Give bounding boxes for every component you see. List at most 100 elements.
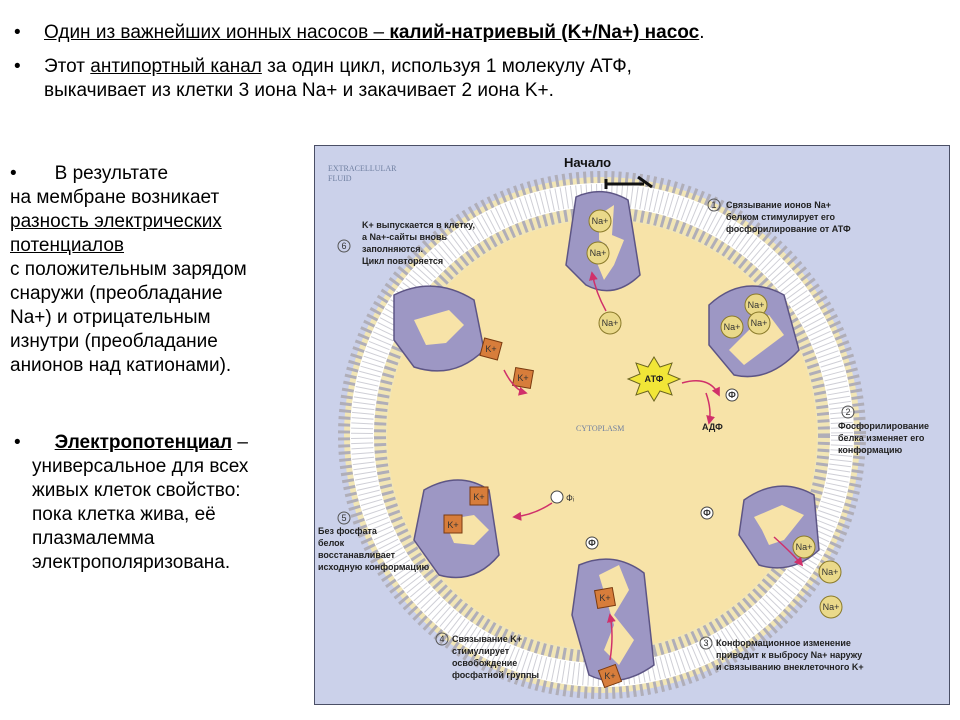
svg-text:стимулирует: стимулирует <box>452 646 510 656</box>
na-k-pump-figure: Na+ Na+ Na+ Na+ Na+ Na+ Na+ Na+ Na+ K+ K… <box>313 144 951 706</box>
result-line: на мембране возникает <box>10 187 220 208</box>
na-ion: Na+ <box>598 311 622 335</box>
bullet-dot: • <box>14 22 21 43</box>
pump-protein-top <box>565 191 641 292</box>
svg-text:Фᵢ: Фᵢ <box>566 493 574 503</box>
svg-text:6: 6 <box>341 241 346 251</box>
k-ion: K+ <box>593 586 617 610</box>
svg-text:восстанавливает: восстанавливает <box>318 550 396 560</box>
k-ion: K+ <box>479 337 503 361</box>
arrow-na-out <box>773 536 804 567</box>
svg-text:белка изменяет его: белка изменяет его <box>838 433 925 443</box>
result-block: •В результате на мембране возникает разн… <box>10 162 247 378</box>
extracellular-label: FLUID <box>328 174 352 183</box>
step-4: 4 Связывание K+ стимулирует освобождение… <box>435 632 539 680</box>
svg-text:Na+: Na+ <box>751 318 768 328</box>
result-line: потенциалов <box>10 235 125 256</box>
membrane-heads-outer <box>338 171 866 699</box>
k-ion: K+ <box>511 366 535 390</box>
svg-text:Ф: Ф <box>588 538 596 548</box>
pump-name: калий-натриевый (K+/Na+) насос <box>389 22 700 43</box>
electro-line: универсальное для всех <box>32 456 249 477</box>
svg-text:K+: K+ <box>599 593 610 603</box>
step-3: 3 Конформационное изменение приводит к в… <box>699 636 864 672</box>
svg-text:K+: K+ <box>447 520 458 530</box>
bullet-pump-end: . <box>699 22 705 43</box>
step-6: 6 K+ выпускается в клетку, а Na+-сайты в… <box>337 220 475 266</box>
svg-text:заполняются.: заполняются. <box>362 244 423 254</box>
arrow-adp <box>705 392 716 425</box>
antiport-post: за один цикл, используя 1 молекулу АТФ, <box>261 56 632 77</box>
svg-text:фосфатной группы: фосфатной группы <box>452 670 539 680</box>
result-line: анионов над катионами). <box>10 355 232 376</box>
cytoplasm-label: CYTOPLASM <box>576 424 624 433</box>
electro-line: •Электропотенциал – <box>14 431 248 455</box>
svg-text:конформацию: конформацию <box>838 445 903 455</box>
na-ion: Na+ <box>819 595 843 619</box>
svg-text:Na+: Na+ <box>592 216 609 226</box>
svg-text:5: 5 <box>341 513 346 523</box>
na-ion: Na+ <box>818 560 842 584</box>
svg-text:АТФ: АТФ <box>645 374 664 384</box>
arrow-atp <box>681 380 720 397</box>
svg-text:1: 1 <box>711 200 716 210</box>
svg-text:K+: K+ <box>517 373 528 383</box>
svg-text:белком стимулирует его: белком стимулирует его <box>726 212 836 222</box>
antiport-pre: Этот <box>44 56 91 77</box>
start-arrow <box>604 175 653 189</box>
electro-line: электрополяризована. <box>32 552 231 573</box>
svg-text:Na+: Na+ <box>602 318 619 328</box>
svg-text:Без фосфата: Без фосфата <box>318 526 378 536</box>
na-ion: Na+ <box>588 209 612 233</box>
k-ion: K+ <box>469 486 489 506</box>
svg-text:K+: K+ <box>473 492 484 502</box>
svg-text:Na+: Na+ <box>724 322 741 332</box>
svg-text:4: 4 <box>439 634 444 644</box>
pump-protein-left <box>393 285 485 372</box>
phosphate: Ф <box>585 536 599 550</box>
svg-text:освобождение: освобождение <box>452 658 517 668</box>
result-line: Na+) и отрицательным <box>10 307 211 328</box>
svg-text:белок: белок <box>318 538 345 548</box>
svg-text:K+ выпускается в клетку,: K+ выпускается в клетку, <box>362 220 475 230</box>
result-line: с положительным зарядом <box>10 259 247 280</box>
antiport-line2: выкачивает из клетки 3 иона Na+ и закачи… <box>44 80 554 101</box>
electro-line: пока клетка жива, её <box>32 504 216 525</box>
bullet-dot: • <box>14 56 21 77</box>
electro-line: живых клеток свойство: <box>32 480 241 501</box>
svg-text:фосфорилирование от АТФ: фосфорилирование от АТФ <box>726 224 851 234</box>
svg-text:приводит к выбросу Na+ наружу: приводит к выбросу Na+ наружу <box>716 650 862 660</box>
svg-text:K+: K+ <box>485 344 496 354</box>
bullet-dot: • <box>14 432 21 453</box>
svg-text:Na+: Na+ <box>590 248 607 258</box>
adp-label: АДФ <box>702 422 723 432</box>
svg-text:Связывание K+: Связывание K+ <box>452 634 522 644</box>
result-line: разность электрических <box>10 211 222 232</box>
na-ion: Na+ <box>720 315 744 339</box>
electro-block: •Электропотенциал – универсальное для вс… <box>14 431 248 575</box>
start-label: Начало <box>564 155 611 170</box>
bullet-dot: • <box>10 163 17 184</box>
na-ion: Na+ <box>586 241 610 265</box>
svg-text:Ф: Ф <box>728 390 736 400</box>
svg-text:Цикл повторяется: Цикл повторяется <box>362 256 443 266</box>
arrow-k-bind <box>606 613 616 661</box>
k-ion: K+ <box>443 514 463 534</box>
step-2: 2 Фосфорилирование белка изменяет его ко… <box>838 405 929 455</box>
svg-text:Фосфорилирование: Фосфорилирование <box>838 421 929 431</box>
arrow-pi <box>512 502 553 521</box>
svg-text:Связывание ионов Na+: Связывание ионов Na+ <box>726 200 831 210</box>
svg-text:Na+: Na+ <box>748 300 765 310</box>
phosphate: Ф <box>700 506 714 520</box>
k-ion: K+ <box>597 663 623 689</box>
pump-cycle-diagram: Na+ Na+ Na+ Na+ Na+ Na+ Na+ Na+ Na+ K+ K… <box>313 144 951 706</box>
antiport-link: антипортный канал <box>90 56 262 77</box>
arrow-k-in <box>503 369 528 396</box>
svg-text:Ф: Ф <box>703 508 711 518</box>
extracellular-label: EXTRACELLULAR <box>328 164 397 173</box>
svg-text:а Na+-сайты вновь: а Na+-сайты вновь <box>362 232 448 242</box>
electro-line: плазмалемма <box>32 528 155 549</box>
svg-text:и связыванию внеклеточного K+: и связыванию внеклеточного K+ <box>716 662 864 672</box>
electro-dash: – <box>232 432 248 453</box>
na-ion: Na+ <box>792 535 816 559</box>
